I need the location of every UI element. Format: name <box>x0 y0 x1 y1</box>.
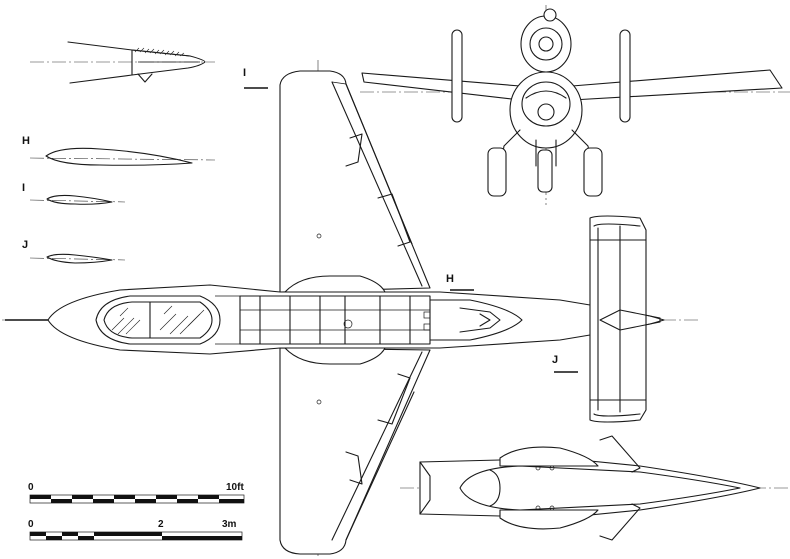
plan-lower-pod <box>284 347 386 365</box>
tailplane <box>589 215 647 423</box>
upper-wing <box>279 70 431 293</box>
scale-bar-meters: 0 2 3m <box>28 519 243 541</box>
engine-bay <box>239 295 431 345</box>
lower-wing <box>279 347 431 555</box>
front-view <box>360 5 790 205</box>
section-j-airfoil: J <box>22 239 126 264</box>
scale-feet-end: 10ft <box>226 482 244 493</box>
nacelle-hatching <box>134 47 185 57</box>
section-i-airfoil: I <box>22 182 126 205</box>
section-h-label: H <box>22 135 30 147</box>
callout-j-label: J <box>552 354 558 366</box>
scale-feet-start: 0 <box>28 482 34 493</box>
scale-m-end: 3m <box>222 519 237 530</box>
callout-h-label: H <box>446 273 454 285</box>
nacelle-side-profile <box>30 41 215 84</box>
side-view <box>400 435 790 541</box>
canopy-glass-hatching <box>111 305 205 335</box>
section-h-airfoil: H <box>22 135 216 166</box>
scale-bar-feet: 0 10ft <box>28 482 244 504</box>
scale-m-start: 0 <box>28 519 34 530</box>
callout-i-label: I <box>243 67 246 79</box>
plan-upper-pod <box>284 275 386 293</box>
canopy <box>95 295 221 345</box>
plan-view: I H J <box>2 60 700 556</box>
section-i-label: I <box>22 182 25 194</box>
scale-m-mid: 2 <box>158 519 164 530</box>
section-j-label: J <box>22 239 28 251</box>
